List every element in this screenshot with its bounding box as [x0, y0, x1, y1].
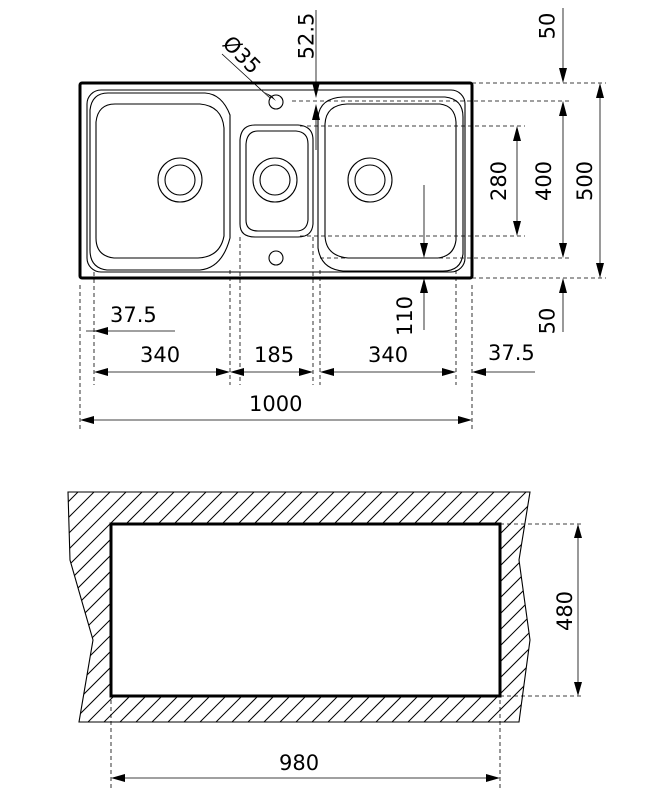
left-bowl-outer — [89, 92, 231, 271]
cutout-height-label: 480 — [553, 591, 577, 631]
top-margin-label: 50 — [535, 13, 559, 40]
hatch-line — [515, 492, 530, 722]
hatch-line — [68, 492, 73, 722]
cutout-view — [0, 482, 531, 742]
total-width-label: 1000 — [249, 392, 302, 416]
hatch-line — [0, 482, 56, 742]
right-bowl-width-label: 340 — [368, 343, 408, 367]
drain-diameter-label: Ø35 — [218, 31, 266, 79]
hatch-line — [371, 492, 530, 722]
hatch-line — [68, 492, 153, 722]
hatch-line — [68, 492, 105, 722]
right-rim-label: 37.5 — [488, 341, 535, 365]
left-bowl-inner — [95, 103, 225, 259]
sink-rim-inner — [86, 89, 466, 273]
cutout-width-label: 980 — [279, 751, 319, 775]
hatch-line — [435, 492, 530, 722]
overflow-icon — [268, 250, 284, 266]
bottom-margin-label: 50 — [535, 308, 559, 335]
center-bowl-height-label: 280 — [487, 161, 511, 201]
outer-height-label: 500 — [573, 161, 597, 201]
center-bowl-drain-inner — [259, 164, 291, 196]
bottom-offset-label: 110 — [393, 296, 417, 336]
sink-top-view — [78, 81, 474, 280]
hatch-line — [419, 492, 530, 722]
left-bowl-drain-inner — [164, 164, 196, 196]
hatch-line — [403, 492, 530, 722]
center-bowl-outer — [239, 124, 314, 238]
right-bowl-drain-inner — [354, 164, 386, 196]
cutout-opening — [109, 522, 502, 698]
left-rim-label: 37.5 — [110, 303, 157, 327]
right-bowl-outer — [317, 96, 464, 272]
center-bowl-width-label: 185 — [254, 343, 294, 367]
sink-outline — [78, 81, 474, 280]
right-bowl-inner — [324, 103, 457, 259]
hatch-line — [68, 492, 137, 722]
hatch-line — [0, 482, 40, 742]
center-bowl-drain-icon — [252, 157, 298, 203]
hatch-line — [68, 492, 121, 722]
cutout-dimension-lines: 480 980 — [110, 523, 584, 790]
tap-hole-icon — [268, 94, 284, 110]
hatch-line — [451, 492, 530, 722]
top-offset-label: 52.5 — [294, 13, 318, 60]
sink-dimension-lines: Ø35 52.5 50 400 500 280 110 50 37.5 340 … — [79, 8, 606, 432]
left-bowl-drain-icon — [157, 157, 203, 203]
hatch-line — [387, 492, 530, 722]
hatch-line — [467, 492, 530, 722]
inner-height-label: 400 — [532, 161, 556, 201]
countertop-outline — [67, 491, 531, 723]
left-bowl-width-label: 340 — [140, 343, 180, 367]
center-bowl-inner — [245, 130, 309, 232]
hatch-line — [68, 492, 89, 722]
right-bowl-drain-icon — [347, 157, 393, 203]
